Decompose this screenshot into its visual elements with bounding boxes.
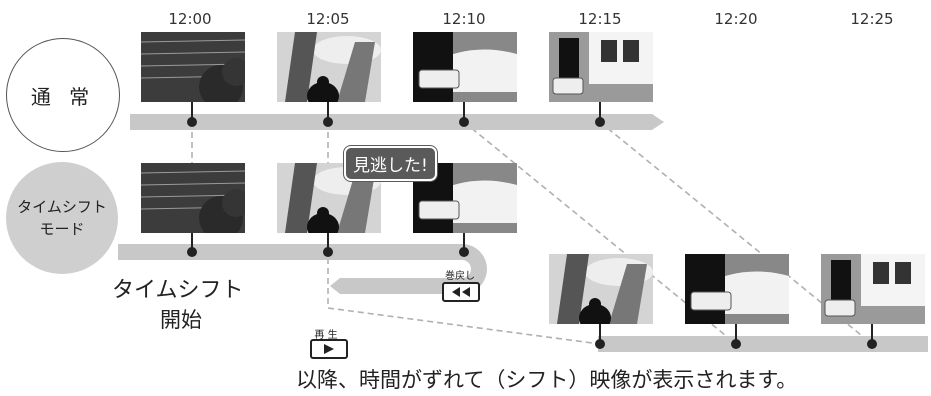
shifted-track xyxy=(598,336,928,352)
time-label-1210: 12:10 xyxy=(442,10,486,28)
time-label-1215: 12:15 xyxy=(578,10,622,28)
missed-bubble: 見逃した! xyxy=(344,146,437,181)
thumbnail-skyscraper-shifted xyxy=(549,254,653,324)
time-label-1220: 12:20 xyxy=(714,10,758,28)
time-label-1205: 12:05 xyxy=(306,10,350,28)
thumbnail-skyscraper xyxy=(277,32,381,102)
timeshift-mode-label-line2: モード xyxy=(39,220,85,238)
normal-mode-circle: 通 常 xyxy=(6,38,120,152)
timeshift-mode-label-line1: タイムシフト xyxy=(17,198,107,216)
thumbnail-train-passenger-timeshift xyxy=(413,163,517,233)
timeshift-mode-circle: タイムシフト モード xyxy=(6,162,118,274)
thumbnail-platform xyxy=(549,32,653,102)
thumbnail-train-passenger-shifted xyxy=(685,254,789,324)
thumbnail-train-passenger xyxy=(413,32,517,102)
normal-track xyxy=(130,114,664,130)
normal-mode-label: 通 常 xyxy=(30,84,96,109)
play-button xyxy=(310,339,348,359)
thumbnail-building-timeshift xyxy=(141,163,245,233)
play-icon xyxy=(324,344,334,354)
timeshift-start-line2: 開始 xyxy=(160,308,202,332)
time-label-1200: 12:00 xyxy=(168,10,212,28)
rewind-icon xyxy=(452,287,470,297)
thumbnail-platform-shifted xyxy=(821,254,925,324)
time-label-1225: 12:25 xyxy=(850,10,894,28)
rewind-label: 巻戻し xyxy=(445,271,475,282)
play-label: 再 生 xyxy=(314,330,338,341)
timeshift-start-line1: タイムシフト xyxy=(112,278,244,303)
bottom-caption: 以降、時間がずれて（シフト）映像が表示されます。 xyxy=(296,368,798,392)
thumbnail-building xyxy=(141,32,245,102)
timeshift-track xyxy=(118,244,487,294)
rewind-button xyxy=(442,282,480,302)
